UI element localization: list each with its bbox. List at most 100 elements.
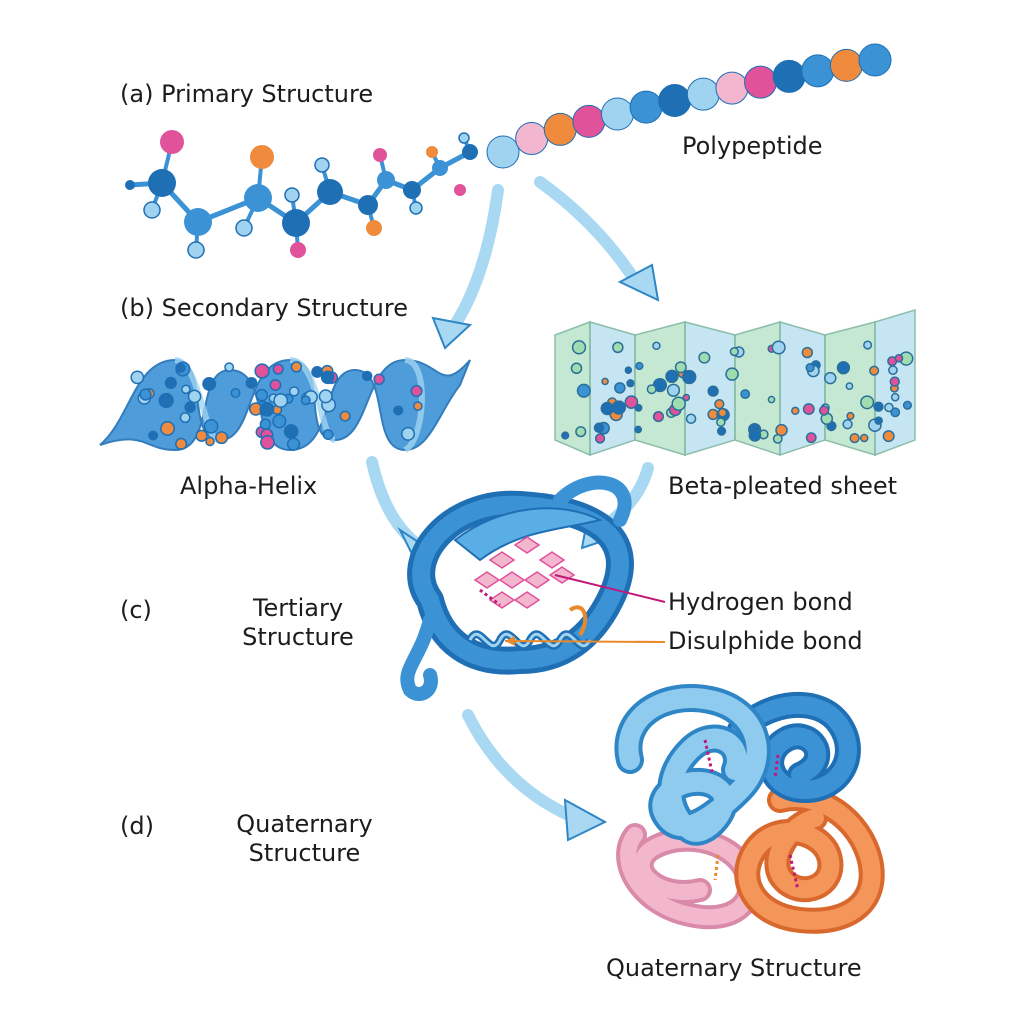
polypeptide-bead-chain [486,43,892,169]
beta-sheet-label: Beta-pleated sheet [668,472,898,500]
sheet-residue [570,362,583,375]
polypeptide-bead [600,97,634,131]
helix-residue [202,376,217,391]
helix-residue [184,401,196,413]
sheet-residue [824,371,837,385]
sheet-residue [740,389,751,400]
sheet-residue [860,395,875,410]
tertiary-structure-fold [400,475,666,701]
sheet-residue [716,426,727,436]
sheet-residue [846,411,855,421]
sheet-residue [682,369,697,385]
helix-residue [401,426,416,441]
alpha-helix-residues [130,361,423,451]
subunit-pink [616,823,762,930]
sheet-residue [845,382,854,391]
quaternary-line-1: Quaternary [236,810,373,838]
helix-residue [339,410,351,422]
sheet-residue [748,429,762,442]
tertiary-line-1: Tertiary [252,594,344,622]
helix-residue [410,384,423,398]
polypeptide-bead [715,71,749,105]
sheet-residue [882,430,895,443]
helix-residue [260,434,275,450]
helix-residue [320,370,335,385]
helix-residue [322,429,334,441]
alpha-helix-label: Alpha-Helix [180,472,318,500]
helix-residue [230,388,241,398]
sheet-residue [725,367,739,381]
sheet-residue [626,379,635,388]
subunit-orange [734,785,885,934]
sheet-residue [634,425,643,434]
disulphide-bond-pointer [504,640,666,643]
quaternary-structure-caption: Quaternary Structure [606,954,862,982]
sheet-residue [791,406,800,416]
sheet-residue [593,422,605,434]
sheet-residue [889,376,900,387]
helix-residue [224,362,235,373]
polypeptide-bead [772,59,806,93]
sheet-residue [894,353,904,363]
sheet-residue [888,365,898,376]
helix-residue [286,437,301,451]
subunit-blue-left [614,684,771,846]
polypeptide-bead [515,122,549,156]
quaternary-line-2: Structure [248,838,361,867]
sheet-residue [571,340,587,355]
sheet-residue [884,402,894,413]
sheet-residue [575,426,587,438]
helix-residue [158,392,174,409]
polypeptide-bead [572,104,606,138]
sheet-residue [576,383,591,398]
disulphide-bond-label: Disulphide bond [668,627,863,655]
quaternary-structure-heading: Quaternary Structure [222,810,387,868]
sheet-residue [717,407,728,418]
beta-pleated-sheet [554,308,916,457]
helix-residue [273,393,289,408]
sheet-residue [801,346,814,359]
sheet-residue [666,383,681,397]
sheet-residue [646,384,657,395]
sheet-residue [685,413,697,425]
sheet-residue [612,341,624,354]
arrow-primary-to-sheet [534,176,644,291]
tertiary-line-2: Structure [242,622,354,651]
helix-residue [269,379,282,392]
arrow-helix-to-tertiary [366,456,424,551]
helix-residue [272,363,284,375]
sheet-residue [869,365,880,376]
sheet-residue [729,346,739,357]
helix-residue [361,370,373,382]
sheet-residue [561,431,570,440]
sheet-residue [707,385,719,397]
sheet-residue [863,340,873,350]
helix-residue [164,376,177,390]
sheet-residue [671,396,686,411]
helix-residue [254,363,270,379]
helix-residue [245,376,258,389]
sheet-residue [594,433,606,444]
quaternary-structure-complex [614,684,885,934]
primary-molecule [125,130,478,259]
secondary-structure-heading: (b) Secondary Structure [120,294,408,322]
polypeptide-bead [686,77,720,111]
sheet-residue [772,433,783,444]
polypeptide-bead [801,54,835,88]
sheet-residue [805,432,817,444]
sheet-residue [652,411,664,423]
helix-residue [393,405,404,416]
sheet-residue [634,403,643,412]
sheet-residue [805,363,815,373]
tertiary-structure-heading: Tertiary Structure [228,594,368,652]
tertiary-letter: (c) [120,596,152,624]
sheet-residue [873,401,884,412]
polypeptide-bead [858,43,892,77]
sheet-residue [802,403,815,415]
sheet-residue [635,361,644,371]
helix-residue [412,401,423,412]
helix-residue [300,395,311,406]
polypeptide-bead [829,48,863,82]
hydrogen-bond-label: Hydrogen bond [668,588,853,616]
